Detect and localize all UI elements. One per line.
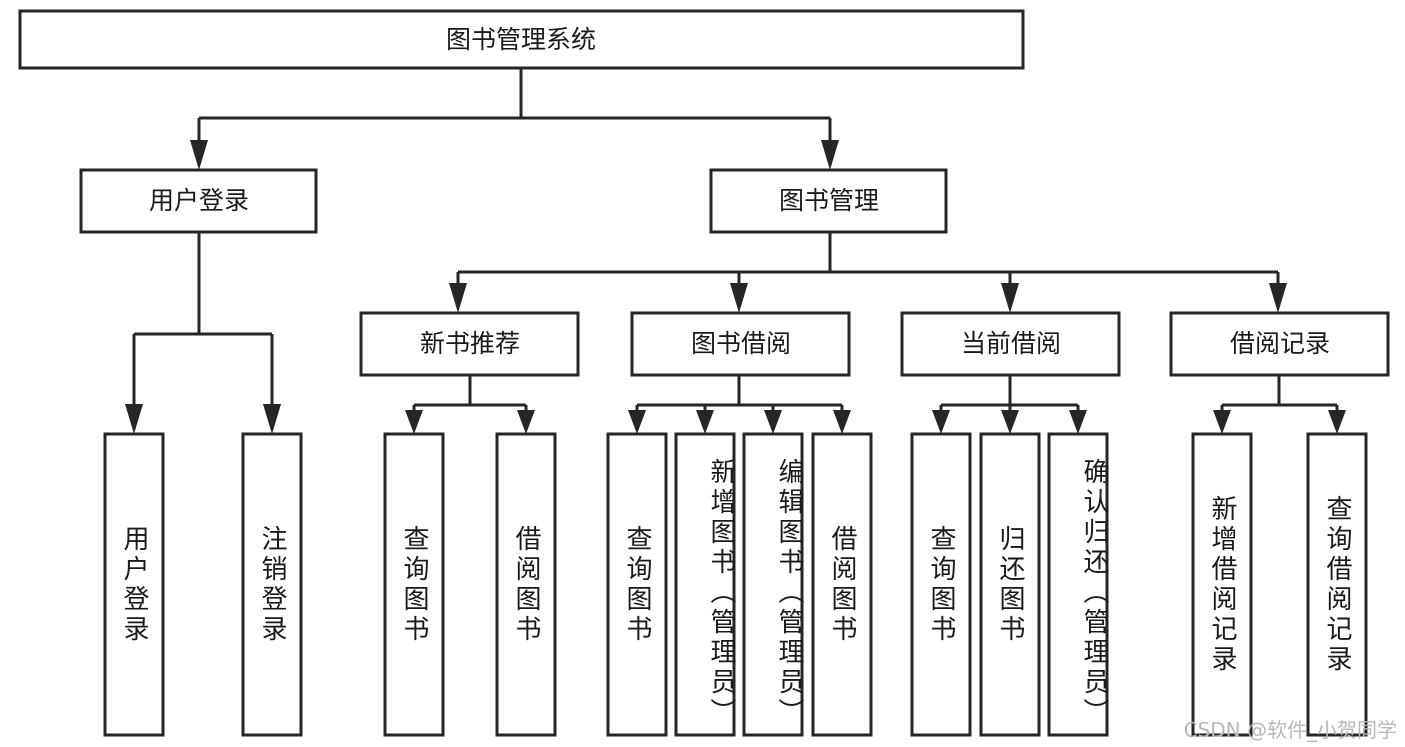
nodes-layer: 图书管理系统 用户登录 图书管理 新书推荐 图书借阅 当前借阅 借阅记录 bbox=[18, 9, 1390, 737]
node-box-book-management[interactable] bbox=[709, 168, 948, 234]
arrow-head-bookborrow-c4 bbox=[833, 410, 851, 434]
node-box-book-borrow[interactable] bbox=[630, 311, 851, 377]
node-label-new-book-recommend: 新书推荐 bbox=[420, 329, 520, 358]
arrow-head-bookmgmt bbox=[821, 140, 839, 170]
node-label-book-borrow: 图书借阅 bbox=[691, 329, 791, 358]
arrow-head-currentborrow-c2 bbox=[1001, 410, 1019, 434]
arrow-head-newbook-c2 bbox=[517, 410, 535, 434]
arrow-head-borrowrecord bbox=[1269, 283, 1287, 313]
arrow-head-borrowrecord-c1 bbox=[1213, 410, 1231, 434]
node-label-borrow-record: 借阅记录 bbox=[1230, 329, 1330, 358]
node-box-leaf-new-book-1[interactable] bbox=[495, 432, 557, 737]
arrow-head-bookborrow-c2 bbox=[696, 410, 714, 434]
node-box-new-book-recommend[interactable] bbox=[359, 311, 580, 377]
node-label-current-borrow: 当前借阅 bbox=[961, 329, 1061, 358]
node-box-leaf-current-borrow-0[interactable] bbox=[910, 432, 972, 737]
node-box-leaf-book-borrow-0[interactable] bbox=[606, 432, 668, 737]
arrow-head-currentborrow-c3 bbox=[1069, 410, 1087, 434]
arrow-head-bookborrow bbox=[730, 283, 748, 313]
arrow-head-newbook bbox=[449, 283, 467, 313]
watermark-text: CSDN @软件_小贺同学 bbox=[1183, 718, 1397, 742]
node-box-leaf-current-borrow-1[interactable] bbox=[979, 432, 1041, 737]
node-label-root: 图书管理系统 bbox=[446, 25, 596, 54]
node-box-user-login[interactable] bbox=[79, 168, 318, 234]
node-box-leaf-current-borrow-2[interactable] bbox=[1047, 432, 1109, 737]
edges-layer bbox=[125, 68, 1346, 434]
node-label-book-management: 图书管理 bbox=[779, 186, 879, 215]
node-box-leaf-new-book-0[interactable] bbox=[383, 432, 445, 737]
node-box-root[interactable] bbox=[18, 9, 1025, 70]
arrow-head-currentborrow bbox=[1001, 283, 1019, 313]
arrow-head-bookborrow-c1 bbox=[628, 410, 646, 434]
node-box-current-borrow[interactable] bbox=[900, 311, 1121, 377]
node-box-leaf-book-borrow-2[interactable] bbox=[742, 432, 804, 737]
arrow-head-userlogin-c2 bbox=[263, 404, 281, 434]
node-box-leaf-book-borrow-1[interactable] bbox=[674, 432, 736, 737]
node-box-leaf-borrow-record-0[interactable] bbox=[1191, 432, 1253, 737]
node-box-leaf-book-borrow-3[interactable] bbox=[811, 432, 873, 737]
arrow-head-newbook-c1 bbox=[405, 410, 423, 434]
arrow-head-bookborrow-c3 bbox=[764, 410, 782, 434]
arrow-head-userlogin bbox=[190, 140, 208, 170]
arrow-head-currentborrow-c1 bbox=[932, 410, 950, 434]
arrow-head-userlogin-c1 bbox=[125, 404, 143, 434]
node-box-leaf-user-login-1[interactable] bbox=[241, 432, 303, 737]
node-box-borrow-record[interactable] bbox=[1169, 311, 1390, 377]
arrow-head-borrowrecord-c2 bbox=[1328, 410, 1346, 434]
node-box-leaf-borrow-record-1[interactable] bbox=[1306, 432, 1368, 737]
node-label-user-login: 用户登录 bbox=[149, 186, 249, 215]
node-box-leaf-user-login-0[interactable] bbox=[103, 432, 165, 737]
